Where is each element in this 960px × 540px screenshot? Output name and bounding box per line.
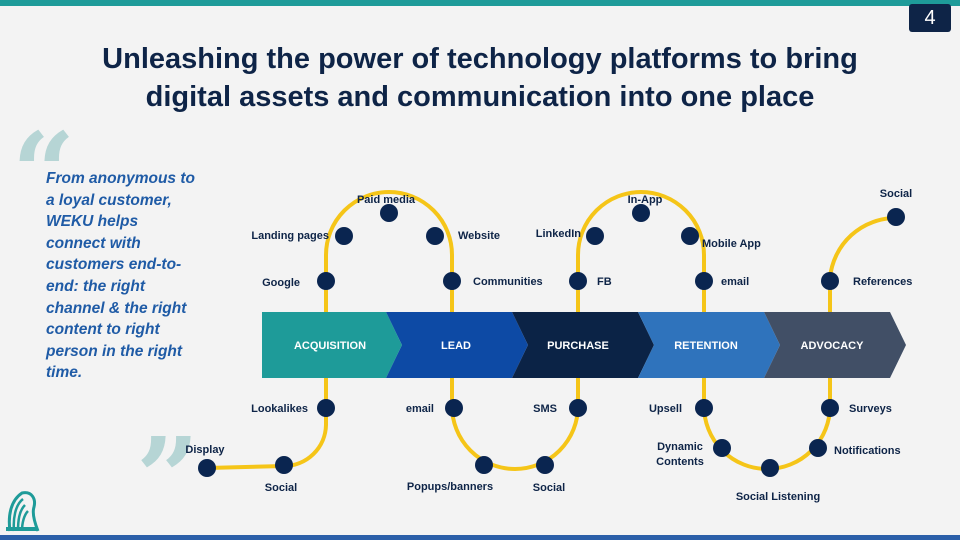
- dot-social-top: [887, 208, 905, 226]
- stage-purchase: [512, 312, 654, 378]
- stage-label-purchase: PURCHASE: [547, 340, 609, 352]
- stage-label-lead: LEAD: [441, 340, 471, 352]
- dot-references: [821, 272, 839, 290]
- dot-fb: [569, 272, 587, 290]
- dot-social-listening: [761, 459, 779, 477]
- stage-label-acquisition: ACQUISITION: [294, 340, 366, 352]
- dot-popups: [475, 456, 493, 474]
- dot-communities: [443, 272, 461, 290]
- label-social-bottom-mid: Social: [533, 482, 565, 494]
- dot-email-top: [695, 272, 713, 290]
- stage-acquisition: [262, 312, 402, 378]
- label-google: Google: [262, 277, 300, 289]
- label-upsell: Upsell: [649, 403, 682, 415]
- label-social-top: Social: [880, 188, 912, 200]
- bottom-accent-bar: [0, 535, 960, 540]
- dot-google: [317, 272, 335, 290]
- dot-lookalikes: [317, 399, 335, 417]
- label-notifications: Notifications: [834, 445, 901, 457]
- path-acquisition-bottom: [205, 376, 328, 470]
- label-linkedin: LinkedIn: [536, 228, 582, 240]
- weku-logo-icon: [6, 491, 40, 532]
- label-social-bottom-left: Social: [265, 482, 297, 494]
- page-title: Unleashing the power of technology platf…: [40, 40, 920, 116]
- dot-paid-media: [380, 204, 398, 222]
- label-lookalikes: Lookalikes: [251, 403, 308, 415]
- dot-sms: [569, 399, 587, 417]
- quote-open-icon: “: [12, 108, 76, 237]
- label-dynamic-contents-1: Dynamic: [657, 441, 703, 453]
- quote-close-icon: „: [138, 350, 202, 479]
- label-in-app: In-App: [628, 194, 663, 206]
- dot-social-bottom-left: [275, 456, 293, 474]
- label-popups: Popups/banners: [407, 481, 493, 493]
- top-accent-bar: [0, 0, 960, 6]
- stage-label-retention: RETENTION: [674, 340, 738, 352]
- stage-advocacy: [764, 312, 906, 378]
- label-references: References: [853, 276, 912, 288]
- dot-website: [426, 227, 444, 245]
- label-sms: SMS: [533, 403, 557, 415]
- dot-landing-pages: [335, 227, 353, 245]
- dot-surveys: [821, 399, 839, 417]
- label-paid-media: Paid media: [357, 194, 416, 206]
- dot-social-bottom-mid: [536, 456, 554, 474]
- dot-mobile-app: [681, 227, 699, 245]
- label-surveys: Surveys: [849, 403, 892, 415]
- label-display: Display: [185, 444, 225, 456]
- label-communities: Communities: [473, 276, 543, 288]
- path-acquisition-top: [324, 190, 454, 314]
- path-lead-bottom: [450, 376, 580, 471]
- label-dynamic-contents-2: Contents: [656, 456, 704, 468]
- stage-lead: [386, 312, 528, 378]
- page-number-badge: 4: [909, 4, 951, 32]
- dot-linkedin: [586, 227, 604, 245]
- stage-label-advocacy: ADVOCACY: [801, 340, 865, 352]
- title-line-2: digital assets and communication into on…: [145, 81, 815, 113]
- label-mobile-app: Mobile App: [702, 238, 761, 250]
- dot-notifications: [809, 439, 827, 457]
- label-social-listening: Social Listening: [736, 491, 820, 503]
- dot-upsell: [695, 399, 713, 417]
- label-landing-pages: Landing pages: [251, 230, 329, 242]
- path-advocacy-top: [828, 215, 898, 314]
- stage-retention: [638, 312, 780, 378]
- dot-email-bottom: [445, 399, 463, 417]
- label-fb: FB: [597, 276, 612, 288]
- dot-in-app: [632, 204, 650, 222]
- dot-dynamic-contents: [713, 439, 731, 457]
- label-email-bottom: email: [406, 403, 434, 415]
- label-email-top: email: [721, 276, 749, 288]
- quote-text: From anonymous to a loyal customer, WEKU…: [46, 170, 195, 382]
- dot-display: [198, 459, 216, 477]
- title-line-1: Unleashing the power of technology platf…: [102, 43, 858, 75]
- path-purchase-top: [576, 190, 706, 314]
- label-website: Website: [458, 230, 500, 242]
